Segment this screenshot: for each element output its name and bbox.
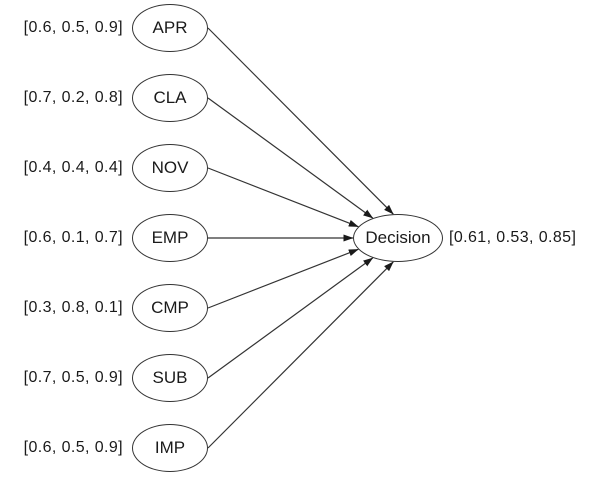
node-imp: IMP [132,424,208,472]
node-nov: NOV [132,144,208,192]
annotation-nov: [0.4, 0.4, 0.4] [23,159,123,176]
edge-nov-to-decision [207,167,359,228]
annotation-apr: [0.6, 0.5, 0.9] [23,19,123,36]
annotation-emp: [0.6, 0.1, 0.7] [23,229,123,246]
annotation-cmp: [0.3, 0.8, 0.1] [23,299,123,316]
node-label-cla: CLA [153,88,187,107]
node-label-nov: NOV [151,158,189,177]
edge-cla-to-decision [207,97,374,219]
annotation-imp: [0.6, 0.5, 0.9] [23,439,123,456]
edge-sub-to-decision [207,257,374,379]
node-decision: Decision [353,214,443,262]
annotation-sub: [0.7, 0.5, 0.9] [23,369,123,386]
edge-group [207,27,394,449]
annotation-decision: [0.61, 0.53, 0.85] [449,229,577,246]
node-label-imp: IMP [154,438,186,457]
node-label-sub: SUB [152,368,188,387]
edge-apr-to-decision [207,27,394,215]
node-emp: EMP [132,214,208,262]
node-apr: APR [132,4,208,52]
edge-cmp-to-decision [207,248,359,309]
annotation-cla: [0.7, 0.2, 0.8] [23,89,123,106]
node-cla: CLA [132,74,208,122]
node-cmp: CMP [132,284,208,332]
node-label-decision: Decision [365,228,431,247]
node-sub: SUB [132,354,208,402]
edge-imp-to-decision [207,261,394,449]
node-label-emp: EMP [151,228,189,247]
node-label-cmp: CMP [151,298,189,317]
node-label-apr: APR [152,18,188,37]
